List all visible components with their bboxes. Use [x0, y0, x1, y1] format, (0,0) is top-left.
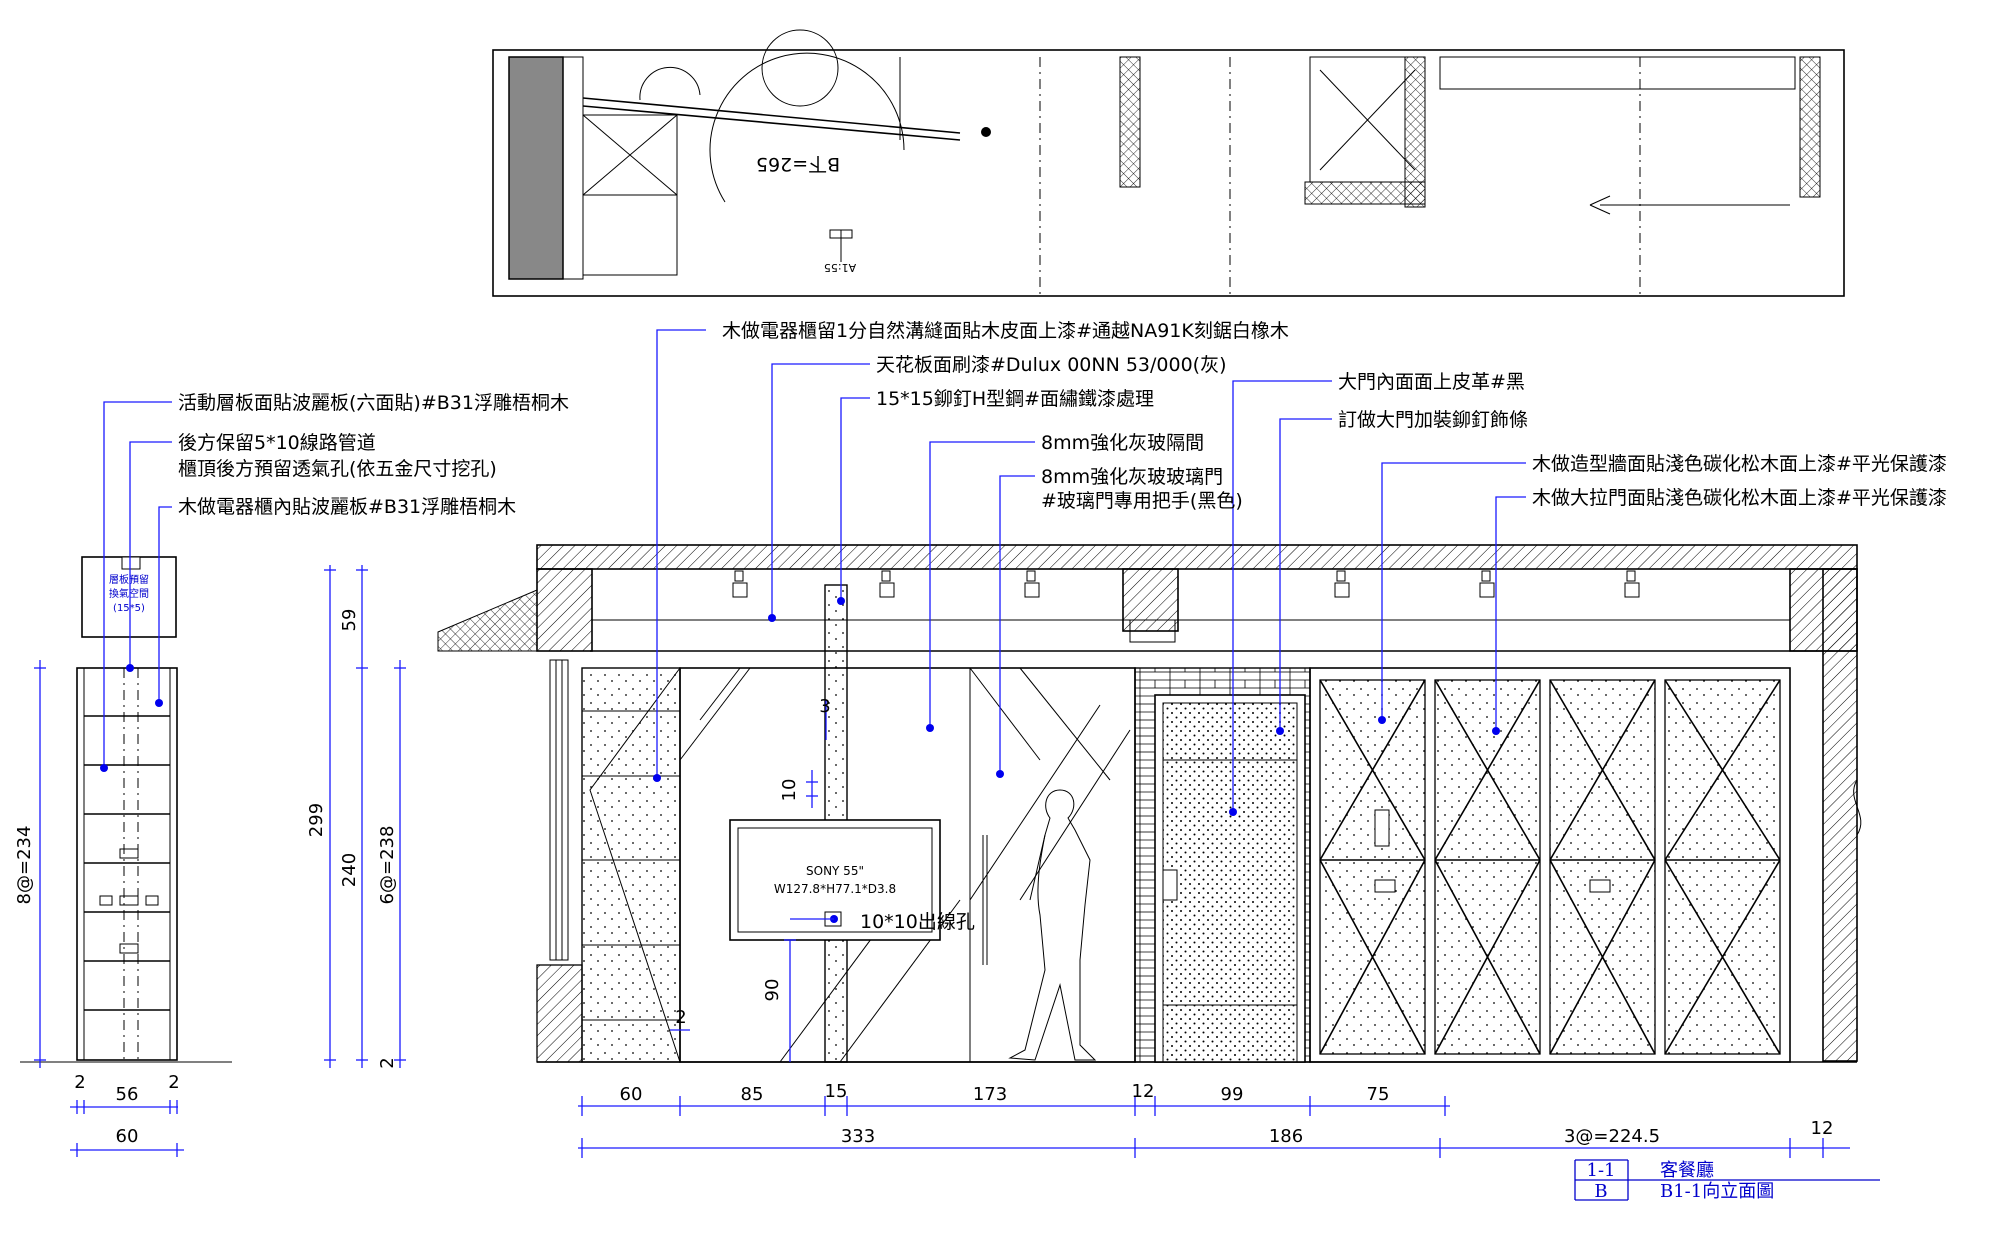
callout-glass-partition: 8mm強化灰玻隔間 — [1041, 432, 1204, 454]
callout-sliding-door: 木做大拉門面貼淺色碳化松木面上漆#平光保護漆 — [1532, 487, 1947, 509]
callout-feature-wall: 木做造型牆面貼淺色碳化松木面上漆#平光保護漆 — [1532, 453, 1947, 475]
track-lights — [732, 570, 1640, 598]
cabinet-callout-2: 後方保留5*10線路管道 — [178, 432, 376, 454]
callout-glass-door-handle: #玻璃門專用把手(黑色) — [1041, 490, 1243, 512]
dim-row1-4: 12 — [1132, 1081, 1155, 1102]
cabinet-callout-4: 木做電器櫃內貼波麗板#B31浮雕梧桐木 — [178, 496, 516, 518]
dim-row1-1: 85 — [741, 1084, 764, 1105]
dim-row2-3: 12 — [1811, 1118, 1834, 1139]
cabinet-callout-1: 活動層板面貼波麗板(六面貼)#B31浮雕梧桐木 — [178, 392, 569, 414]
cabinet-dim-side-left: 2 — [74, 1072, 85, 1093]
height-dim-mid: 240 — [339, 853, 360, 887]
cabinet-dims — [34, 660, 184, 1157]
height-dims — [324, 565, 406, 1068]
inner-dims — [670, 700, 827, 1062]
tv-model: SONY 55" — [806, 864, 864, 878]
title-name-1: 客餐廳 — [1660, 1160, 1714, 1181]
title-name-2: B1-1向立面圖 — [1660, 1181, 1774, 1202]
dim-row1-6: 75 — [1367, 1084, 1390, 1105]
dim-row1-2: 15 — [825, 1081, 848, 1102]
tv-dimensions: W127.8*H77.1*D3.8 — [774, 882, 896, 896]
callout-glass-door: 8mm強化灰玻玻璃門 — [1041, 466, 1223, 488]
cabinet-elevation — [20, 556, 232, 1063]
dim-row-1 — [578, 1096, 1450, 1116]
cabinet-callouts — [100, 401, 172, 772]
cabinet-dim-inner: 56 — [116, 1084, 139, 1105]
height-dim-bottom: 2 — [377, 1057, 398, 1068]
title-code-1: 1-1 — [1587, 1160, 1616, 1181]
cabinet-top-note: 層板預留 換氣空間 (15*5) — [109, 573, 149, 614]
callout-door-rivets: 訂做大門加裝鉚釘飾條 — [1338, 409, 1528, 431]
height-dim-right: 6@=238 — [377, 826, 398, 905]
dim-row2-2: 3@=224.5 — [1564, 1126, 1660, 1147]
plan-view — [492, 29, 1845, 297]
height-dim-top: 59 — [339, 609, 360, 632]
title-code-2: B — [1594, 1181, 1607, 1202]
dim-cab-base: 2 — [675, 1007, 686, 1028]
cabinet-top-note-3: (15*5) — [113, 603, 145, 614]
dim-row2-1: 186 — [1269, 1126, 1303, 1147]
callout-cabinet-veneer: 木做電器櫃留1分自然溝縫面貼木皮面上漆#通越NA91K刻鋸白橡木 — [722, 320, 1289, 342]
dim-row1-3: 173 — [973, 1084, 1007, 1105]
dim-post-top: 3 — [819, 696, 830, 717]
dim-row1-5: 99 — [1221, 1084, 1244, 1105]
dim-post-gap: 10 — [779, 779, 800, 802]
cabinet-dim-overall: 60 — [116, 1126, 139, 1147]
cabinet-top-note-1: 層板預留 — [109, 573, 149, 586]
callout-door-leather: 大門內面面上皮革#黑 — [1338, 371, 1525, 393]
main-elevation — [437, 544, 1862, 1063]
sliding-doors — [1309, 667, 1791, 1063]
height-dim-total: 299 — [306, 803, 327, 837]
title-block — [1574, 1159, 1880, 1201]
callout-h-steel: 15*15鉚釘H型鋼#面繡鐵漆處理 — [876, 388, 1154, 410]
callout-ceiling-paint: 天花板面刷漆#Dulux 00NN 53/000(灰) — [876, 354, 1227, 376]
cabinet-top-note-2: 換氣空間 — [109, 587, 149, 600]
outlet-label: 10*10出線孔 — [860, 911, 975, 933]
cabinet-dim-height: 8@=234 — [14, 826, 35, 905]
dim-tv-bottom: 90 — [762, 979, 783, 1002]
cabinet-callout-3: 櫃頂後方預留透氣孔(依五金尺寸挖孔) — [178, 458, 497, 480]
dim-row2-0: 333 — [841, 1126, 875, 1147]
dim-row1-0: 60 — [620, 1084, 643, 1105]
cabinet-dim-side-right: 2 — [168, 1072, 179, 1093]
plan-level-label: B下=265 — [756, 153, 840, 175]
plan-small-label: A1:55 — [824, 261, 856, 274]
elevation-callouts — [653, 329, 1526, 816]
dim-row-2 — [578, 1138, 1850, 1158]
